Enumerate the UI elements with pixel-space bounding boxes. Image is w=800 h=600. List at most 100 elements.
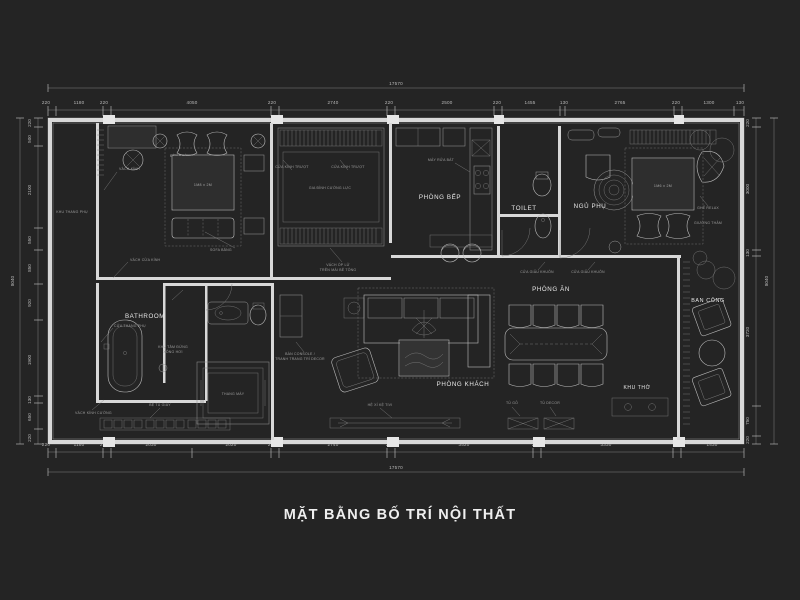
dim-bottom-12: 1430 xyxy=(706,442,717,447)
label-ngu-phu: NGỦ PHỤ xyxy=(574,203,607,210)
dim-left-8: 650 xyxy=(27,413,32,421)
internal-partitions xyxy=(96,123,681,440)
dim-bottom-0: 220 xyxy=(42,442,51,447)
label-khu-tam-dung-2: XÔNG HƠI xyxy=(163,349,182,354)
dim-left-1: 500 xyxy=(27,135,32,143)
label-cua-thang-phu: CỬA THANG PHỤ xyxy=(114,323,146,328)
label-khu-tam-dung-1: KHU TẮM ĐỨNG xyxy=(158,344,188,349)
dim-right-5: 220 xyxy=(745,436,750,444)
label-vach-op-lu-2: TRÊN MÁI BÊ TÔNG xyxy=(320,267,357,272)
label-gia-dinh-cuong-luc: GIA ĐÌNH CƯỜNG LỰC xyxy=(309,185,351,190)
right-chain-ticks xyxy=(752,117,761,445)
label-cua-kinh-truot-2: CỬA KÍNH TRƯỢT xyxy=(331,164,365,169)
bottom-chain-ticks xyxy=(47,448,745,458)
wall-opening-2 xyxy=(271,437,283,447)
dim-top-8: 220 xyxy=(493,100,502,105)
label-phong-an: PHÒNG ĂN xyxy=(532,286,570,293)
label-dan-phan: ĐÈN PHÒNG xyxy=(170,153,193,158)
dim-top-14: 130 xyxy=(736,100,745,105)
top-dimension-group: 17570 220 1180 220 4050 220 2740 220 xyxy=(42,81,745,116)
room-ban-cong: BAN CÔNG xyxy=(683,129,736,425)
label-ban-console-2: TRANH TRANG TRÍ DECOR xyxy=(275,357,325,361)
dim-right-1: 3000 xyxy=(745,183,750,194)
label-tu-go: TỦ GỖ xyxy=(506,400,518,405)
dim-bottom-6: 2740 xyxy=(327,442,338,447)
dim-left-2: 2100 xyxy=(27,184,32,195)
label-ban-cong: BAN CÔNG xyxy=(691,297,725,304)
dim-overall-width-bottom: 17570 xyxy=(389,465,403,470)
label-master-bed-size: 1M8 x 2M xyxy=(194,183,212,187)
dim-left-4: 850 xyxy=(27,264,32,272)
left-dimension-group: 220 500 2100 550 850 920 1900 130 650 22… xyxy=(10,117,43,445)
top-chain-ticks xyxy=(47,106,745,116)
room-toilet: TOILET xyxy=(501,171,552,257)
dim-top-13: 1300 xyxy=(703,100,714,105)
label-vach-op-lu-1: VÁCH ỐP LỬ xyxy=(326,262,350,267)
dim-top-0: 220 xyxy=(42,100,51,105)
room-secondary-bedroom: 1M6 x 2M GHẾ RELAX GIƯỜNG THẢM xyxy=(624,129,725,245)
label-cua-kinh-truot-1: CỬA KÍNH TRƯỢT xyxy=(275,164,309,169)
dim-top-12: 220 xyxy=(672,100,681,105)
dim-top-2: 220 xyxy=(100,100,109,105)
room-khu-tho: KHU THỜ xyxy=(611,384,669,417)
room-khu-thang-phu: KHU THANG PHỤ VÁCH KÍNH CỬA THANG PHỤ VÁ… xyxy=(56,129,161,343)
room-phong-an: PHÒNG ĂN TỦ GỖ TỦ DECOR xyxy=(504,286,608,430)
dim-top-6: 220 xyxy=(385,100,394,105)
dim-left-7: 130 xyxy=(27,396,32,404)
dim-bottom-10: 3330 xyxy=(600,442,611,447)
room-phong-khach: PHÒNG KHÁCH BÀN CONSOLE / TRANH TRANG TR… xyxy=(99,287,495,431)
room-ngu-phu: NGỦ PHỤ CỬA GIẤU KHUÔN CỬA GIẤU KHUÔN xyxy=(520,127,635,274)
dim-left-5: 920 xyxy=(27,299,32,307)
dim-right-0: 220 xyxy=(745,119,750,127)
wall-opening-1 xyxy=(103,437,115,447)
wall-opening-6 xyxy=(103,115,115,124)
label-toilet: TOILET xyxy=(511,205,536,212)
label-ghe-relax: GHẾ RELAX xyxy=(697,205,719,210)
dim-top-5: 2740 xyxy=(327,100,338,105)
label-may-rua-bat: MÁY RỬA BÁT xyxy=(428,157,455,162)
right-dimension-group: 220 3000 130 3720 750 220 8040 xyxy=(745,117,778,445)
label-be-tu-giay: BỆ TỦ GIÀY xyxy=(149,402,171,407)
room-bathroom: BATHROOM KHU TẮM ĐỨNG XÔNG HƠI VÁCH KÍNH… xyxy=(75,283,267,415)
room-phong-bep: PHÒNG BẾP MÁY RỬA BÁT xyxy=(395,127,493,263)
wall-opening-8 xyxy=(387,115,399,124)
dim-bottom-4: 2020 xyxy=(225,442,236,447)
dim-top-11: 2765 xyxy=(614,100,625,105)
label-tu-decor: TỦ DECOR xyxy=(540,400,560,405)
label-cua-giau-khuon-1: CỬA GIẤU KHUÔN xyxy=(520,269,554,274)
dim-left-0: 220 xyxy=(27,119,32,127)
dim-top-7: 2500 xyxy=(441,100,452,105)
label-vach-cua-kinh: VÁCH CỬA KÍNH xyxy=(130,257,161,262)
wall-opening-9 xyxy=(494,115,504,124)
wall-opening-3 xyxy=(387,437,399,447)
dim-top-3: 4050 xyxy=(186,100,197,105)
wall-opening-5 xyxy=(673,437,685,447)
label-khu-thang-phu-line1: KHU THANG PHỤ xyxy=(56,210,88,214)
dim-bottom-1: 1180 xyxy=(74,442,85,447)
plan-title: MẶT BẰNG BỐ TRÍ NỘI THẤT xyxy=(284,505,517,523)
label-phong-khach: PHÒNG KHÁCH xyxy=(437,381,490,388)
label-secondary-bed-size: 1M6 x 2M xyxy=(654,184,672,188)
label-sofa-bang: SOFA BĂNG xyxy=(210,248,232,252)
label-bathroom: BATHROOM xyxy=(125,313,165,320)
left-chain-ticks xyxy=(34,117,43,445)
label-he-xi-ke-tivi: HỆ XÍ KỆ TIVI xyxy=(368,402,393,407)
label-phong-bep: PHÒNG BẾP xyxy=(419,194,461,201)
wall-opening-4 xyxy=(533,437,545,447)
building-walls xyxy=(47,115,745,447)
dim-top-10: 130 xyxy=(560,100,569,105)
label-thang-may: THANG MÁY xyxy=(222,392,245,396)
dim-overall-height-left: 8040 xyxy=(10,275,15,286)
dim-left-3: 550 xyxy=(27,236,32,244)
dim-right-4: 750 xyxy=(745,417,750,425)
dim-bottom-3: 2030 xyxy=(145,442,156,447)
dim-bottom-8: 3520 xyxy=(458,442,469,447)
dim-top-1: 1180 xyxy=(74,100,85,105)
label-vach-kinh: VÁCH KÍNH xyxy=(119,167,140,171)
wall-opening-10 xyxy=(674,115,684,124)
dim-overall-width-top: 17570 xyxy=(389,81,403,86)
dim-right-3: 3720 xyxy=(745,326,750,337)
dim-right-2: 130 xyxy=(745,249,750,257)
